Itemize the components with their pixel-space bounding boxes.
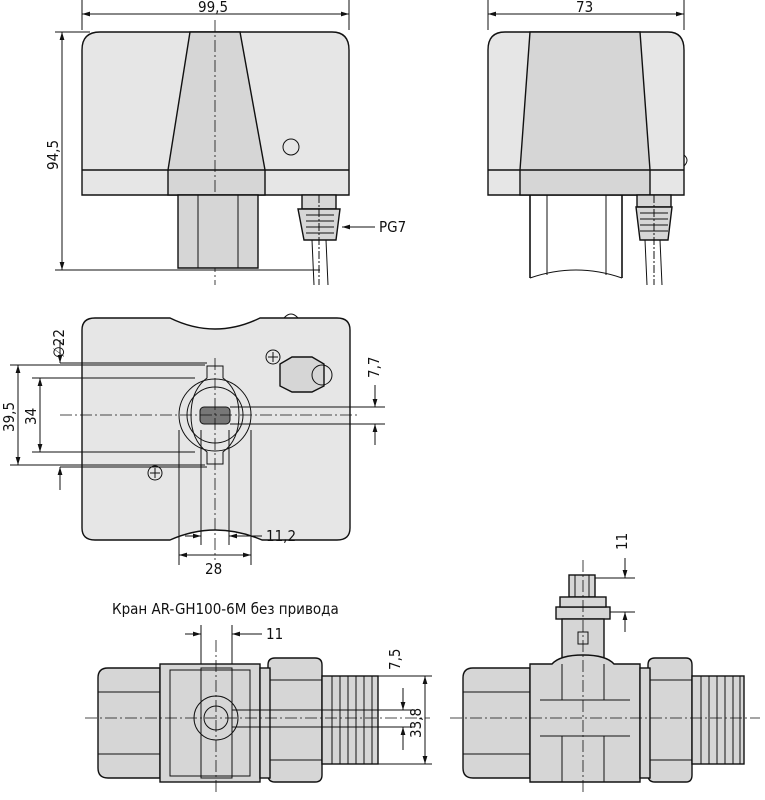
valve-caption: Кран AR-GH100-6M без привода <box>112 600 339 618</box>
dim-height-34: 34 <box>22 408 40 425</box>
actuator-side-view: 73 <box>487 0 688 286</box>
dim-valve-stem-top: 11 <box>613 533 631 550</box>
dim-height-front: 94,5 <box>44 140 62 170</box>
dim-height-39: 39,5 <box>0 402 18 432</box>
dim-hole-dia: ∅22 <box>50 329 68 358</box>
screw-bottom <box>147 465 163 481</box>
screw-top <box>265 349 281 365</box>
dim-valve-stem-width: 11 <box>266 625 283 643</box>
dim-width-28: 28 <box>205 560 222 578</box>
thread-lines <box>331 676 373 764</box>
valve-top-view: 11 7,5 <box>85 625 432 795</box>
dim-valve-height: 33,8 <box>407 708 425 738</box>
actuator-front-view: 99,5 94,5 PG7 <box>44 0 406 286</box>
dim-width-11-2: 11,2 <box>266 527 296 545</box>
dim-valve-offset: 7,5 <box>386 649 404 670</box>
dim-offset-small: 7,7 <box>365 357 383 378</box>
dim-width-side: 73 <box>576 0 593 16</box>
valve-side-view: 11 <box>450 533 760 795</box>
label-cable-gland: PG7 <box>379 218 406 236</box>
dim-width-front: 99,5 <box>198 0 228 16</box>
actuator-bottom-view: ∅22 39,5 34 7,7 28 11,2 <box>0 313 385 578</box>
